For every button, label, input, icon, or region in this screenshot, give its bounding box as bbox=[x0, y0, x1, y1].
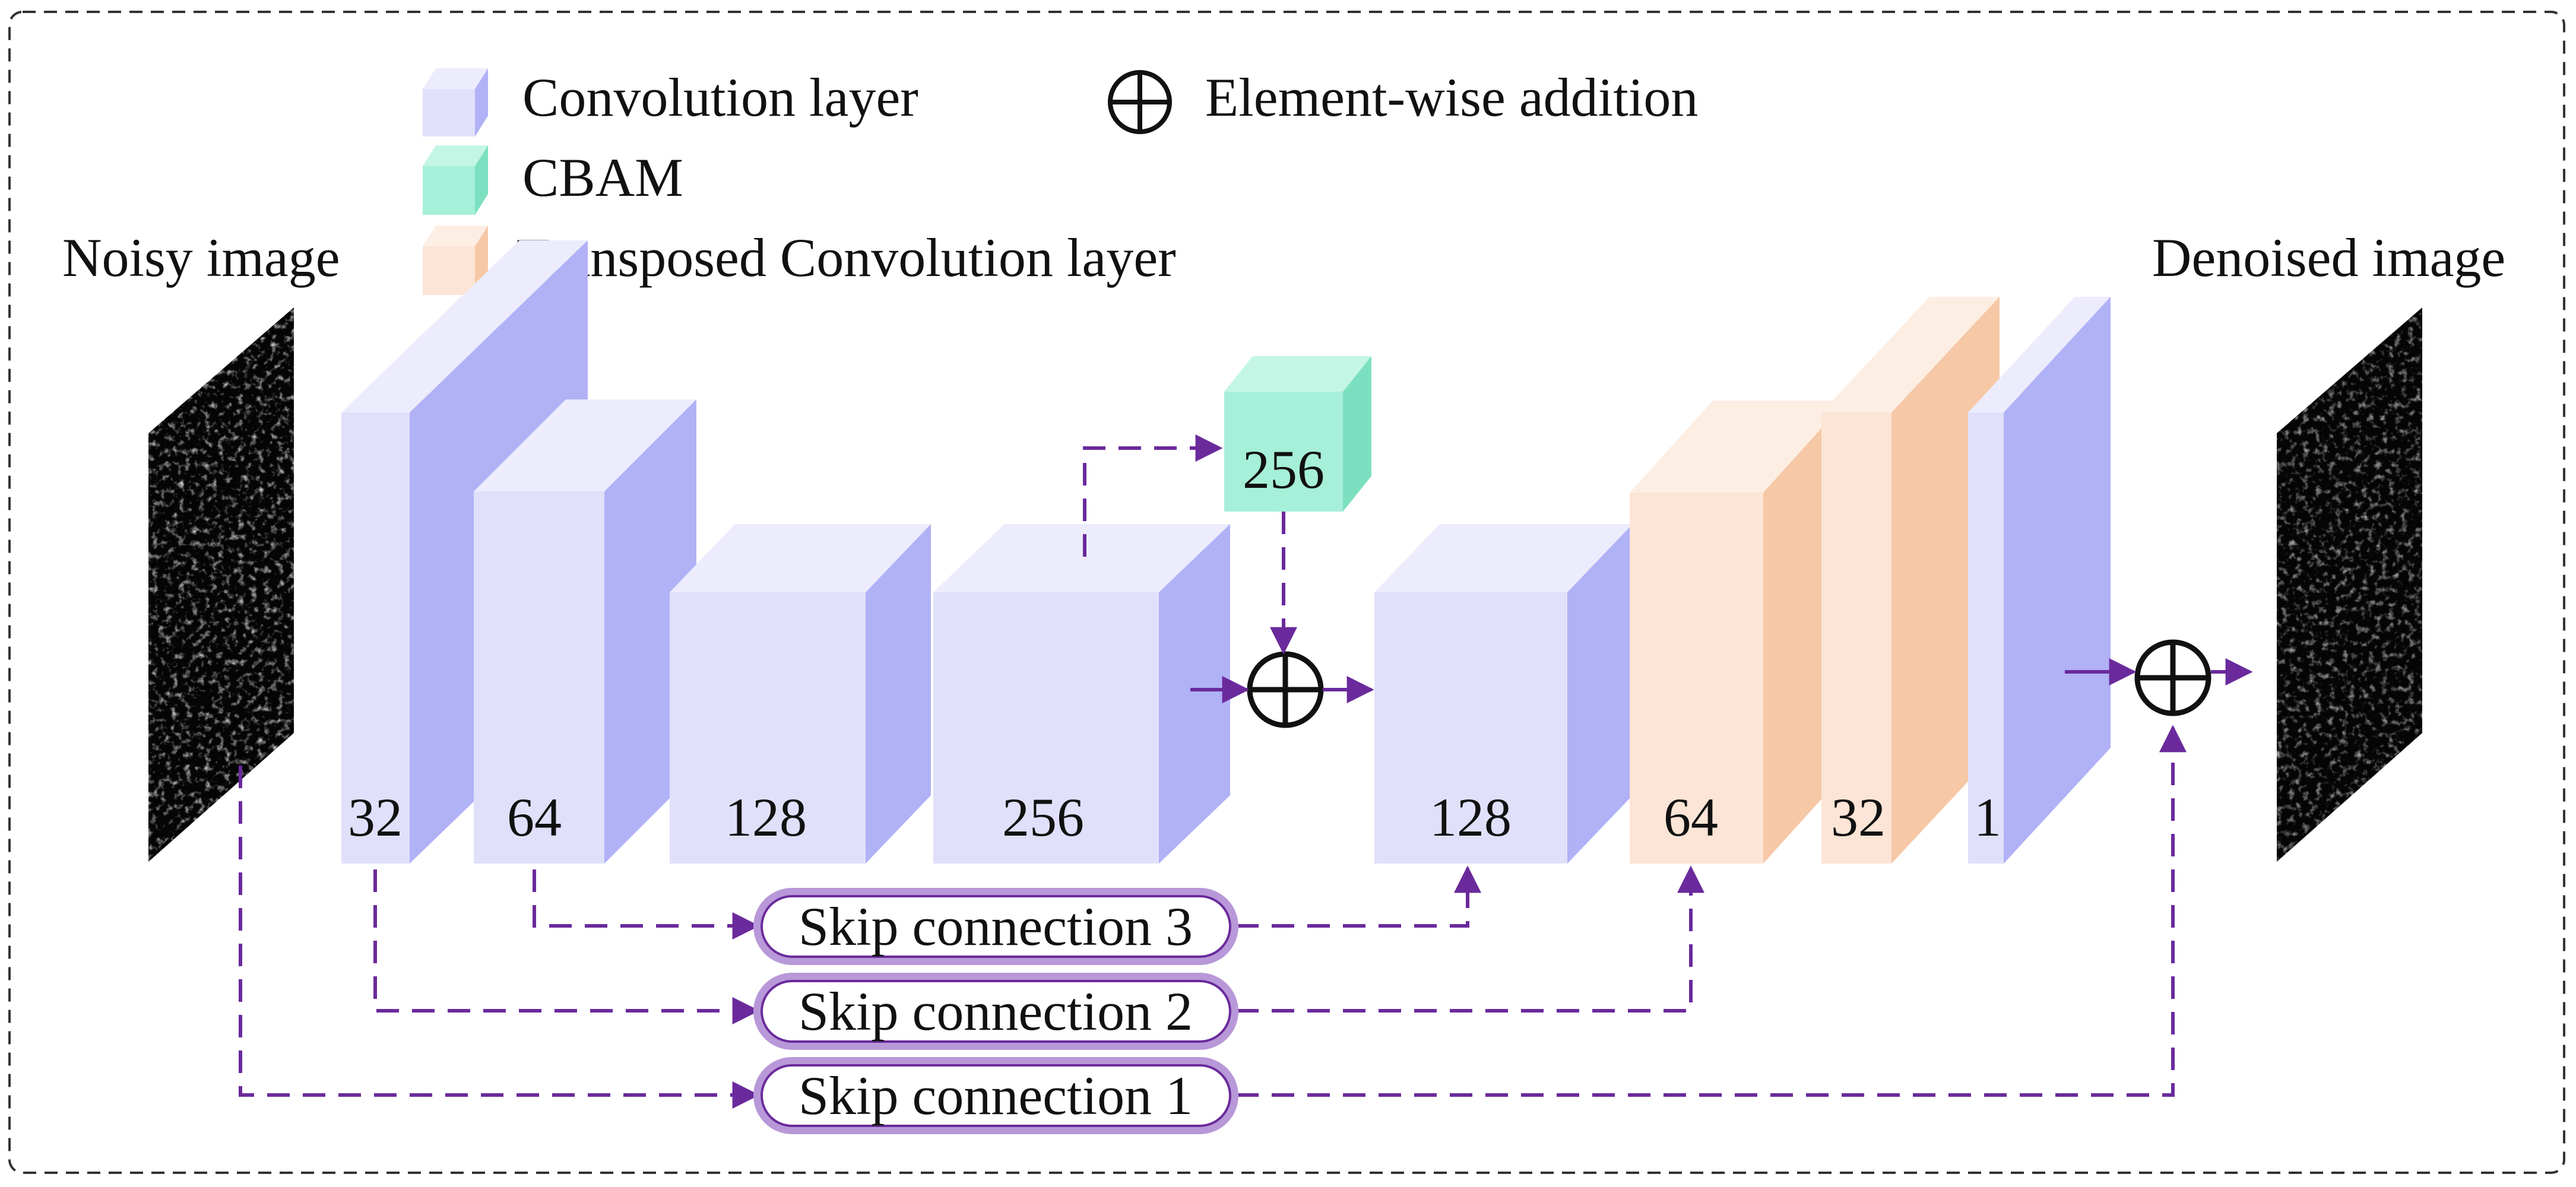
block-cbam-front bbox=[1224, 392, 1343, 512]
block-cbam-top bbox=[1224, 356, 1371, 392]
legend-conv-label: Convolution layer bbox=[522, 67, 918, 128]
enc-label-2: 128 bbox=[725, 787, 807, 848]
block-dec-1-front bbox=[1968, 412, 2004, 864]
skip1-in bbox=[239, 766, 760, 1109]
block-enc-64-front bbox=[474, 491, 604, 864]
block-enc-128-top bbox=[670, 524, 931, 592]
block-dec-128-front bbox=[1374, 592, 1567, 864]
network-blocks bbox=[341, 240, 2111, 864]
block-dec-1 bbox=[1968, 297, 2111, 864]
block-enc-256-top bbox=[933, 524, 1230, 592]
block-dec-128-top bbox=[1374, 524, 1633, 592]
skip-label-3: Skip connection 3 bbox=[799, 896, 1193, 957]
block-dec-128 bbox=[1374, 524, 1633, 864]
block-dec-32-top bbox=[1821, 297, 2000, 412]
skip2-in bbox=[373, 869, 760, 1024]
dec-label-1: 64 bbox=[1664, 787, 1718, 848]
skip-box-1: Skip connection 1 bbox=[753, 1057, 1238, 1134]
block-enc-128-side bbox=[866, 524, 931, 864]
block-cbam-side bbox=[1343, 356, 1371, 512]
block-enc-128 bbox=[670, 524, 931, 864]
dec-label-3: 1 bbox=[1974, 787, 2001, 848]
legend-conv-swatch bbox=[423, 68, 488, 137]
noisy-image bbox=[148, 307, 294, 862]
block-dec-128-side bbox=[1567, 524, 1633, 864]
block-enc-256 bbox=[933, 524, 1230, 864]
block-enc-256-front bbox=[933, 592, 1159, 864]
skip-box-3: Skip connection 3 bbox=[753, 888, 1238, 965]
block-enc-32-top bbox=[341, 240, 588, 412]
legend: Convolution layer CBAM Transposed Convol… bbox=[423, 67, 1698, 295]
input-label: Noisy image bbox=[62, 227, 340, 288]
legend-cbam-swatch bbox=[423, 145, 488, 215]
dec-label-0: 128 bbox=[1430, 787, 1512, 848]
legend-add-icon bbox=[1108, 70, 1172, 134]
dec-label-2: 32 bbox=[1831, 787, 1886, 848]
skip-label-2: Skip connection 2 bbox=[799, 981, 1193, 1042]
skip1-out bbox=[1236, 725, 2187, 1097]
skip3-out bbox=[1236, 865, 1481, 928]
denoised-image bbox=[2277, 307, 2422, 862]
enc-label-3: 256 bbox=[1002, 787, 1084, 848]
block-enc-256-side bbox=[1159, 524, 1230, 864]
block-dec-32-front bbox=[1821, 412, 1891, 864]
skip-label-1: Skip connection 1 bbox=[799, 1065, 1193, 1126]
skip-box-2: Skip connection 2 bbox=[753, 973, 1238, 1050]
outer-frame bbox=[8, 11, 2565, 1174]
block-dec-64-front bbox=[1630, 493, 1763, 864]
block-dec-64-top bbox=[1630, 401, 1846, 493]
block-enc-64-top bbox=[474, 399, 696, 491]
arrow-to-cbam bbox=[1083, 434, 1223, 557]
skip3-in bbox=[533, 869, 760, 940]
enc-label-1: 64 bbox=[507, 787, 562, 848]
block-cbam bbox=[1224, 356, 1371, 512]
block-dec-1-top bbox=[1968, 297, 2111, 412]
block-enc-32-front bbox=[341, 412, 410, 864]
enc-label-0: 32 bbox=[348, 787, 403, 848]
connections bbox=[239, 434, 2253, 1109]
legend-cbam-label: CBAM bbox=[522, 147, 683, 208]
block-dec-1-side bbox=[2004, 297, 2111, 864]
legend-tconv-label: Transposed Convolution layer bbox=[517, 227, 1176, 288]
block-enc-128-front bbox=[670, 592, 866, 864]
block-enc-64 bbox=[474, 399, 696, 864]
skip2-out bbox=[1236, 865, 1704, 1013]
cbam-label: 256 bbox=[1243, 439, 1325, 500]
block-dec-64 bbox=[1630, 401, 1846, 864]
legend-add-label: Element-wise addition bbox=[1205, 67, 1698, 128]
addition-node-output bbox=[2134, 639, 2211, 716]
addition-node-bottleneck bbox=[1247, 651, 1324, 728]
output-label: Denoised image bbox=[2152, 227, 2505, 288]
